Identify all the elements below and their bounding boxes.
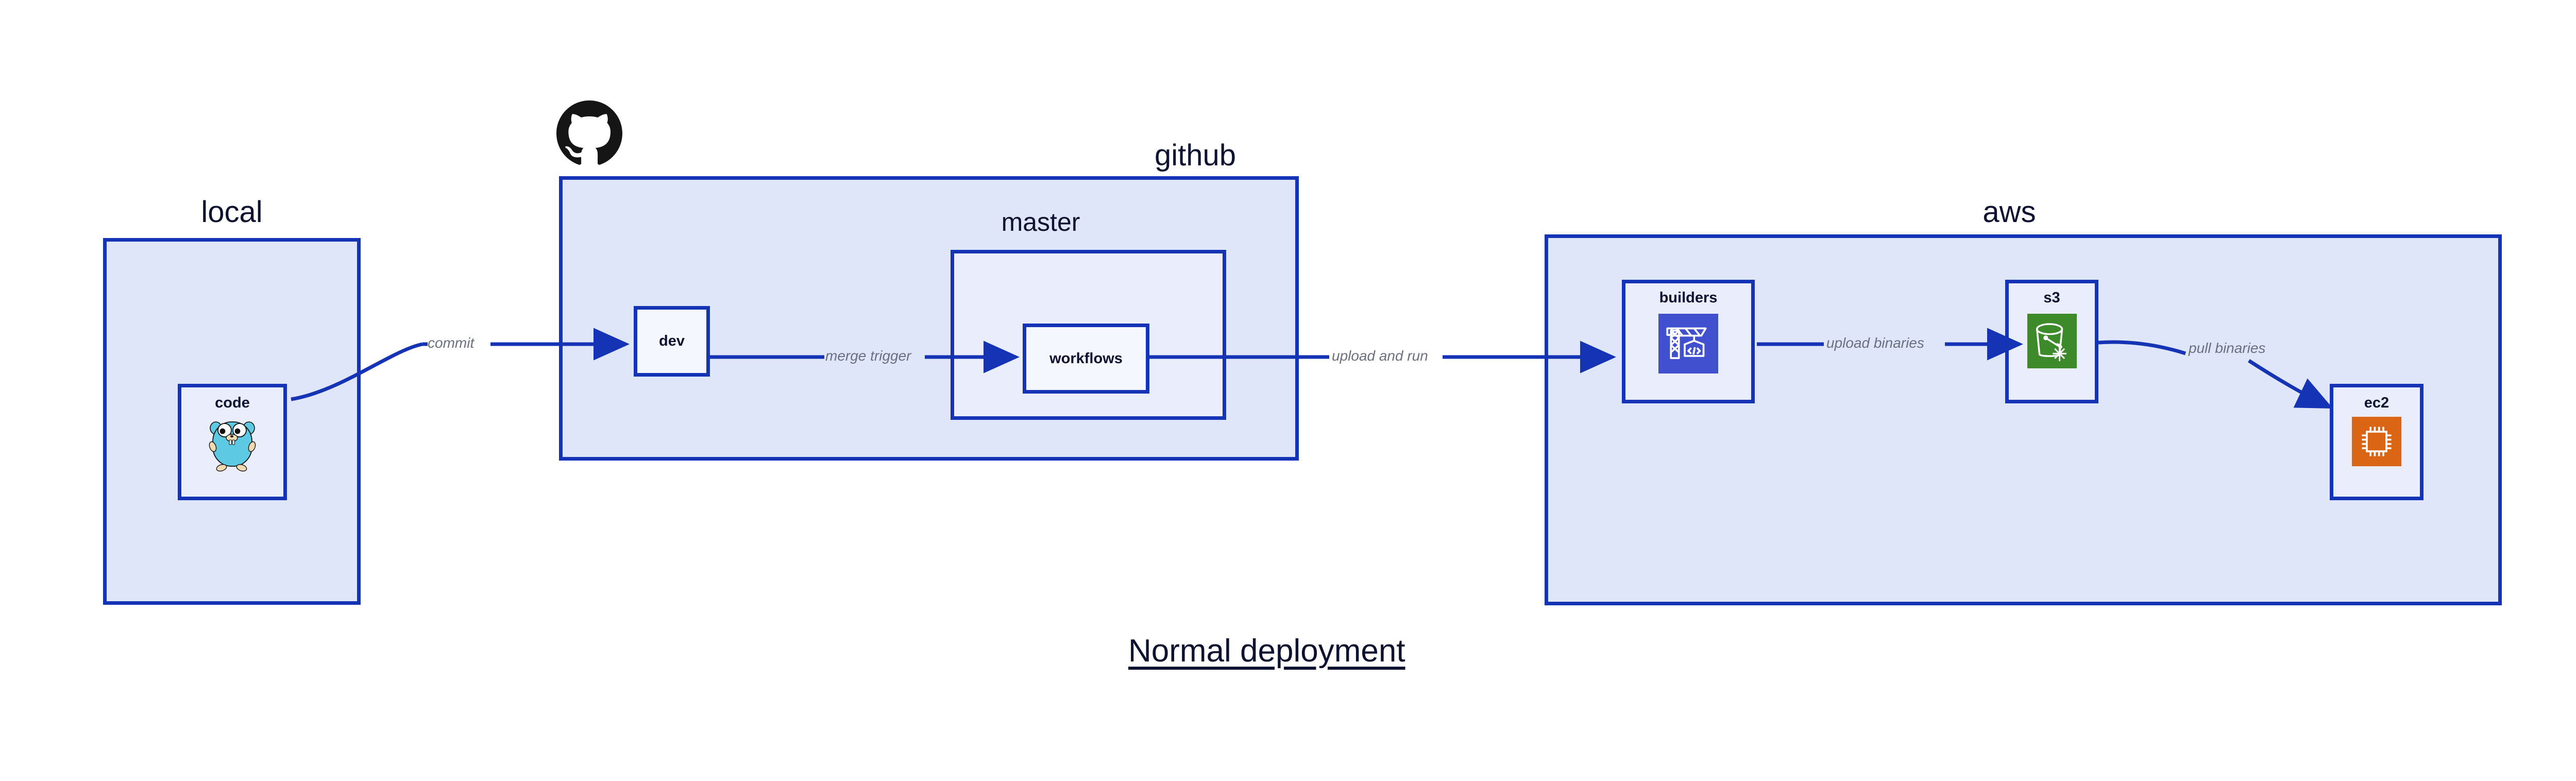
node-box-ec2[interactable]: ec2 <box>2330 384 2424 500</box>
node-label-ec2: ec2 <box>2364 395 2389 411</box>
node-box-code[interactable]: code <box>178 384 287 500</box>
group-label-aws: aws <box>1982 195 2036 229</box>
node-box-s3[interactable]: s3 <box>2005 280 2098 403</box>
edge-label-merge-trigger: merge trigger <box>825 348 911 364</box>
edge-label-pull-binaries: pull binaries <box>2189 340 2266 356</box>
github-octocat-icon <box>556 100 622 166</box>
aws-codebuild-icon <box>1658 314 1718 373</box>
edge-label-upload-and-run: upload and run <box>1332 348 1428 364</box>
node-label-workflows: workflows <box>1049 350 1123 367</box>
aws-ec2-icon <box>2352 417 2401 466</box>
edge-label-commit: commit <box>428 335 474 351</box>
go-gopher-icon <box>209 417 256 472</box>
node-label-builders: builders <box>1659 290 1718 306</box>
subgroup-label-master: master <box>1001 208 1080 236</box>
node-box-builders[interactable]: builders <box>1622 280 1755 403</box>
node-label-dev: dev <box>659 333 685 349</box>
node-label-s3: s3 <box>2043 290 2060 306</box>
diagram-caption: Normal deployment <box>1128 633 1405 669</box>
group-label-github: github <box>1154 139 1236 172</box>
aws-s3-glacier-icon <box>2027 314 2077 368</box>
node-box-dev[interactable]: dev <box>634 306 710 377</box>
node-label-code: code <box>215 395 250 411</box>
edge-label-upload-binaries: upload binaries <box>1826 335 1924 351</box>
group-label-local: local <box>201 195 263 229</box>
node-box-workflows[interactable]: workflows <box>1023 324 1149 394</box>
